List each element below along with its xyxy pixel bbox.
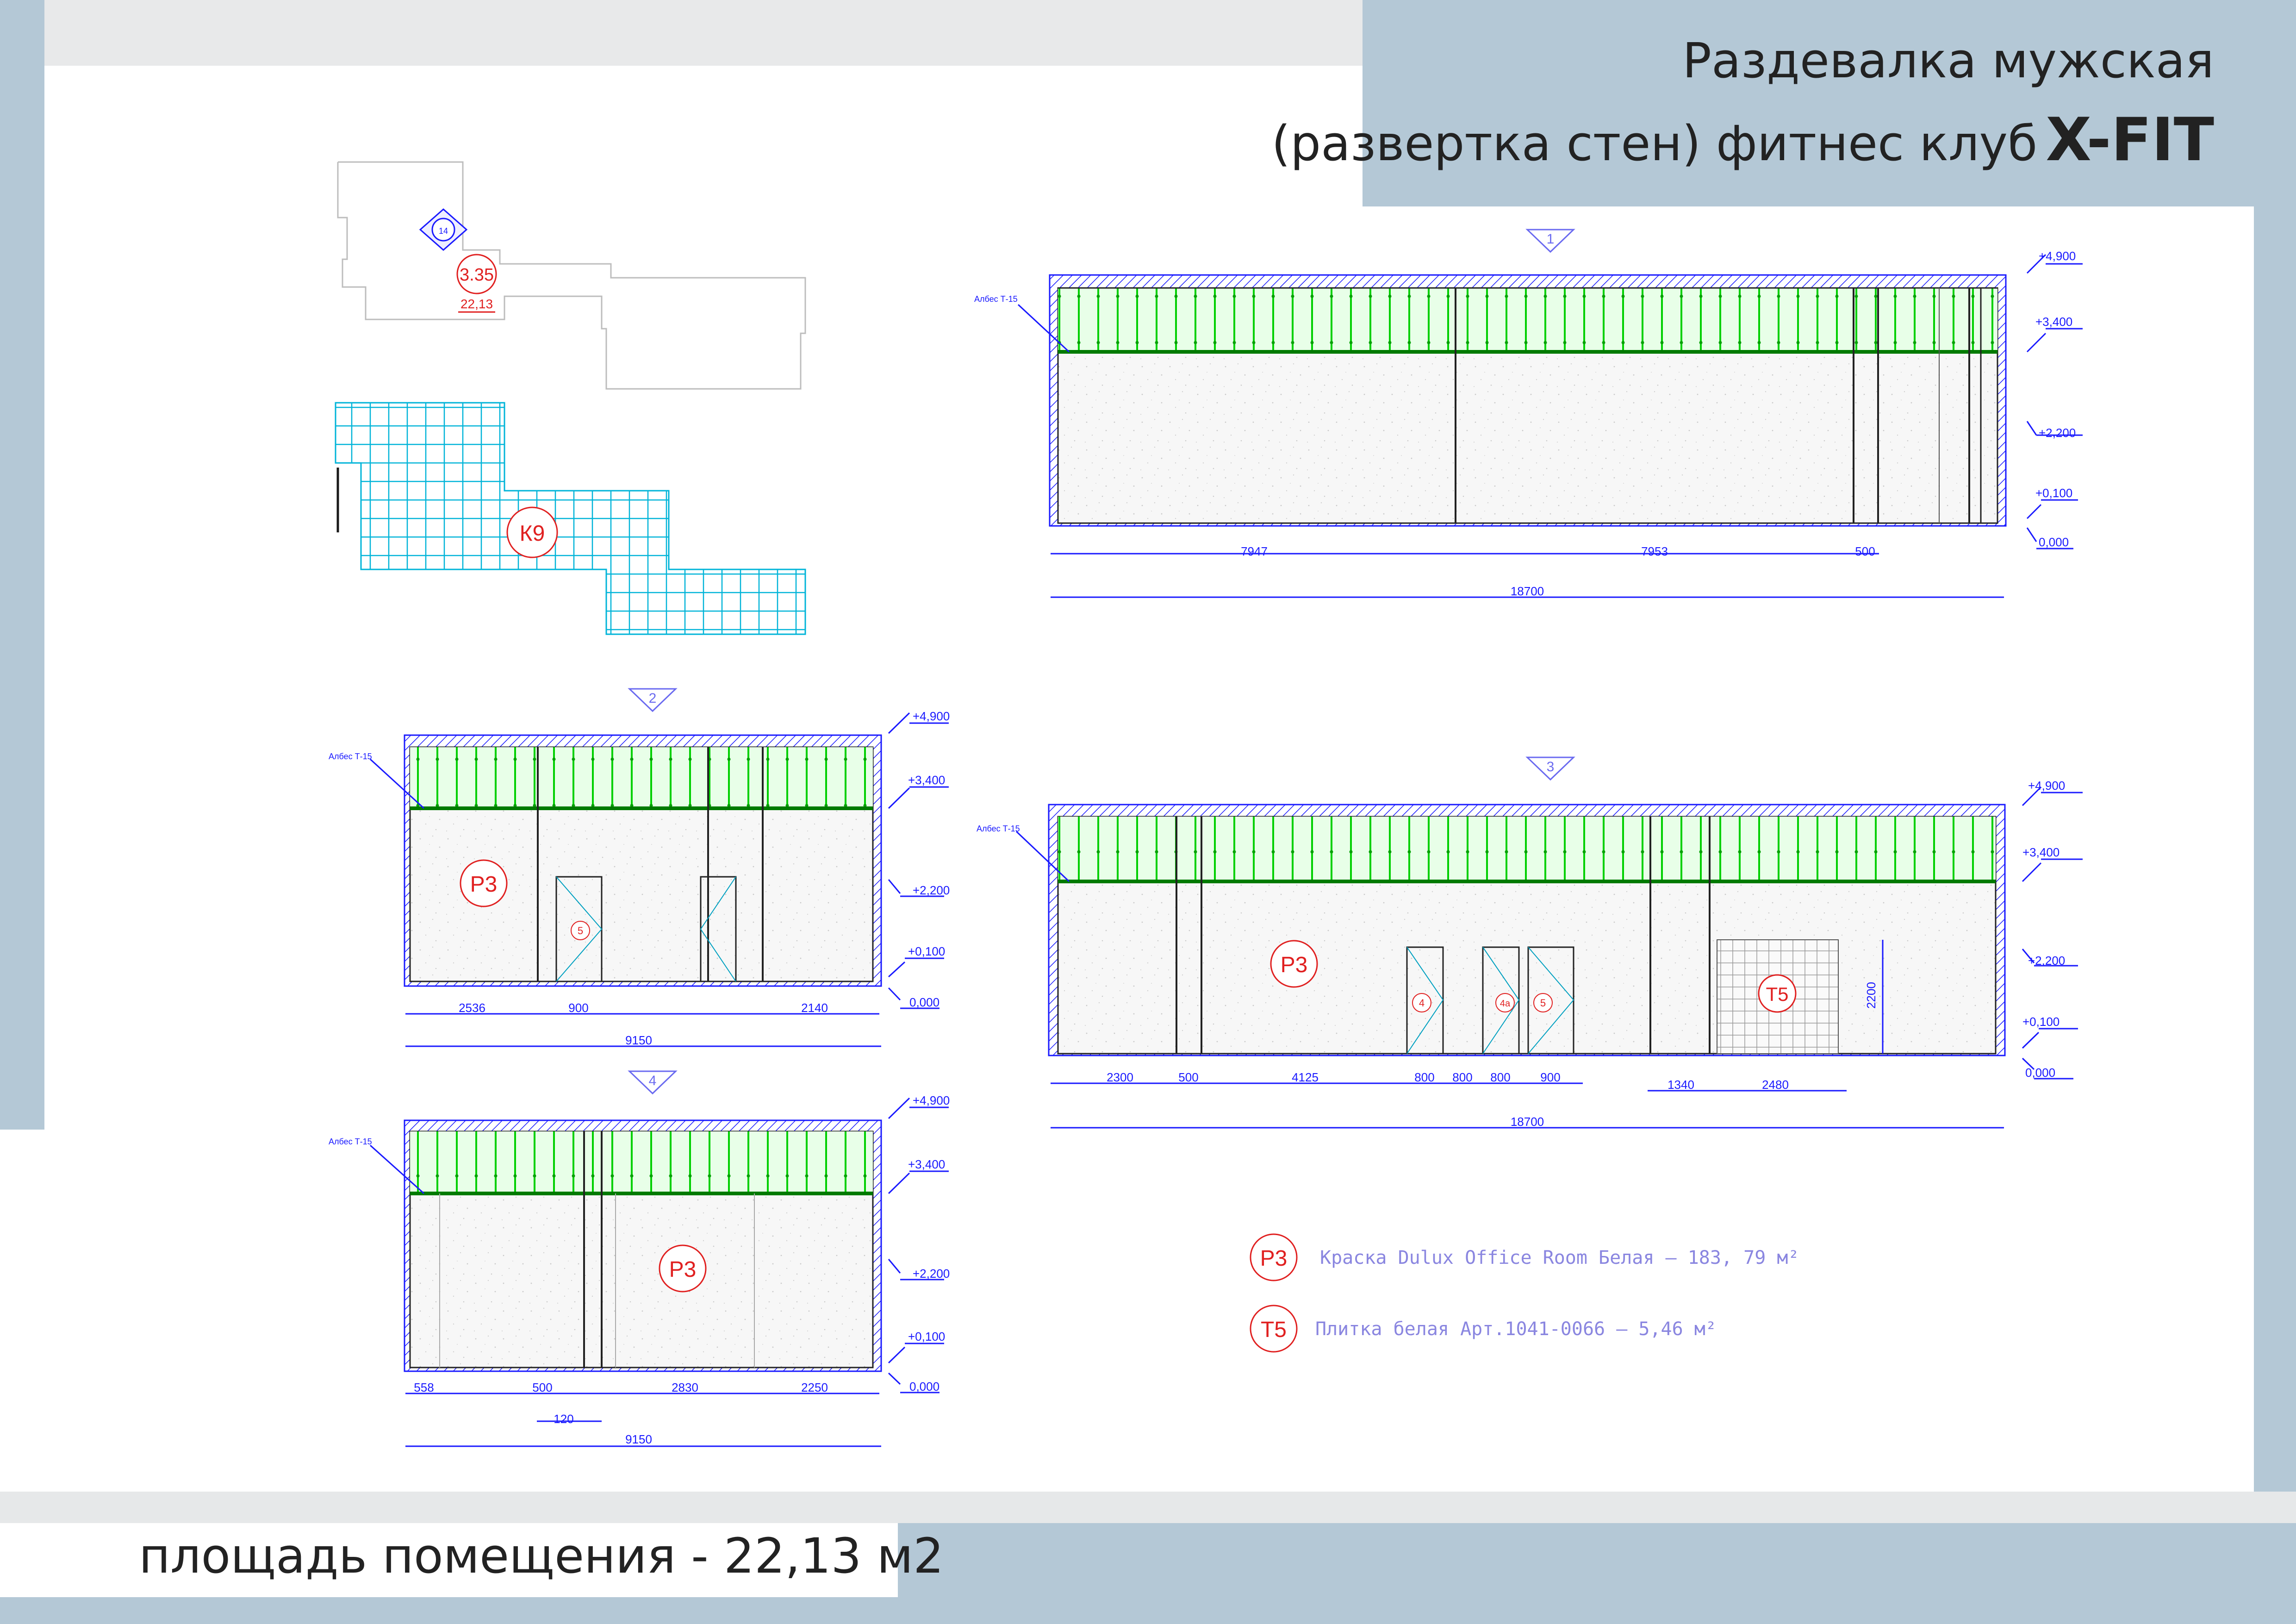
view-2-level-0000: 0,000 (909, 995, 940, 1009)
legend-text-t5: Плитка белая Арт.1041-0066 – 5,46 м² (1315, 1318, 1717, 1340)
view-4-ceiling-label: Албес Т-15 (329, 1137, 372, 1146)
materials-legend: Р3 Краска Dulux Office Room Белая – 183,… (1250, 1233, 1799, 1353)
view-1-ceiling-label: Албес Т-15 (974, 294, 1018, 304)
view-3-door-5: 5 (1540, 997, 1546, 1009)
title-block: Раздевалка мужская (развертка стен) фитн… (1271, 0, 2254, 206)
view-3-dim-7: 900 (1540, 1070, 1560, 1084)
right-band (2254, 0, 2296, 1624)
view-1-dim-2: 7953 (1641, 544, 1668, 558)
legend-code-t5: Т5 (1261, 1318, 1287, 1342)
view-4-tag-r3: Р3 (669, 1257, 697, 1282)
room-tag: 3.35 22,13 (456, 254, 497, 313)
area-box (0, 1523, 898, 1597)
view-2-dim-2: 900 (568, 1001, 588, 1015)
view-4-level-2200: +2,200 (913, 1267, 950, 1280)
view-3-dim-8: 1340 (1668, 1078, 1694, 1092)
view-2-dim-3: 2140 (801, 1001, 828, 1015)
view-1-level-0000: 0,000 (2039, 535, 2069, 549)
view-3-dim-9: 2480 (1762, 1078, 1789, 1092)
view-3-door-4a: 4а (1500, 999, 1511, 1009)
view-2-door-5: 5 (578, 925, 583, 937)
room-area: 22,13 (460, 297, 493, 311)
view-2-dim-total: 9150 (625, 1033, 652, 1047)
view-3-level-2200: +2,200 (2028, 954, 2065, 968)
view-1-level-2200: +2,200 (2039, 426, 2076, 440)
view-2-number: 2 (649, 691, 657, 706)
view-3-level-0000: 0,000 (2025, 1066, 2055, 1080)
title-line-2-text: (развертка стен) фитнес клуб (1271, 115, 2038, 172)
view-4-level-0000: 0,000 (909, 1380, 940, 1393)
view-3-dim-3: 4125 (1292, 1070, 1319, 1084)
room-area-text: площадь помещения - 22,13 м2 (139, 1528, 944, 1584)
legend-text-r3: Краска Dulux Office Room Белая – 183, 79… (1320, 1247, 1799, 1268)
ceiling-grid-plan: К9 (335, 402, 806, 635)
room-number: 3.35 (460, 265, 494, 285)
ceiling-tag: К9 (520, 521, 545, 546)
view-3-door-4: 4 (1419, 997, 1425, 1009)
view-4-dim-total: 9150 (625, 1432, 652, 1446)
view-1-dim-1: 7947 (1241, 544, 1268, 558)
view-2-level-3400: +3,400 (908, 773, 945, 787)
view-2-ceiling-label: Албес Т-15 (329, 752, 372, 761)
view-1-level-4900: +4,900 (2039, 249, 2076, 263)
view-1-number: 1 (1547, 231, 1555, 247)
view-4-dim-5: 2250 (801, 1380, 828, 1394)
view-3-tag-r3: Р3 (1281, 953, 1308, 977)
brand-name: X-FIT (2046, 106, 2214, 175)
view-3-dim-2: 500 (1178, 1070, 1198, 1084)
view-1-dim-total: 18700 (1511, 584, 1544, 598)
view-4-dim-1: 558 (414, 1380, 434, 1394)
view-4-dim-4: 2830 (672, 1380, 698, 1394)
view-3-tile-height: 2200 (1864, 982, 1878, 1009)
view-2-level-4900: +4,900 (913, 709, 950, 723)
view-marker-14-label: 14 (439, 226, 448, 236)
view-3-ceiling-label: Албес Т-15 (977, 824, 1020, 833)
view-2-tag-r3: Р3 (470, 872, 498, 897)
elevation-view-3: 3 Т5 4 4а 5 Р3 2200 Албес Т-15 2300 500 (977, 756, 2083, 1129)
view-3-level-0100: +0,100 (2022, 1015, 2060, 1029)
view-3-level-4900: +4,900 (2028, 779, 2065, 793)
view-1-level-0100: +0,100 (2035, 486, 2072, 500)
view-3-dim-4: 800 (1414, 1070, 1434, 1084)
floor-plan-sketch (337, 161, 806, 390)
view-1-level-3400: +3,400 (2035, 315, 2072, 329)
view-3-number: 3 (1547, 759, 1555, 775)
elevation-view-2: 2 5 Р3 Албес Т-15 2536 900 2140 9150 +4,… (329, 688, 950, 1047)
elevation-view-4: 4 Р3 Албес Т-15 558 500 120 2830 2250 91… (329, 1070, 950, 1447)
view-4-level-4900: +4,900 (913, 1093, 950, 1107)
view-3-level-3400: +3,400 (2022, 845, 2060, 859)
view-4-number: 4 (649, 1073, 657, 1088)
view-2-level-2200: +2,200 (913, 883, 950, 897)
title-line-1: Раздевалка мужская (1682, 32, 2214, 89)
legend-code-r3: Р3 (1260, 1246, 1288, 1271)
elevation-view-1: 1 Албес Т-15 7947 7953 500 18700 +4,900 … (974, 229, 2083, 598)
view-1-dim-3: 500 (1855, 544, 1875, 558)
view-3-dim-total: 18700 (1511, 1115, 1544, 1129)
view-3-dim-6: 800 (1490, 1070, 1510, 1084)
view-marker-14: 14 (419, 208, 468, 251)
left-band (0, 0, 44, 1130)
view-3-dim-1: 2300 (1107, 1070, 1133, 1084)
view-3-dim-5: 800 (1452, 1070, 1472, 1084)
view-4-level-0100: +0,100 (908, 1330, 945, 1343)
view-4-dim-3: 120 (554, 1412, 573, 1426)
view-2-dim-1: 2536 (459, 1001, 485, 1015)
view-3-tag-t5: Т5 (1766, 983, 1788, 1005)
view-2-level-0100: +0,100 (908, 944, 945, 958)
view-4-dim-2: 500 (532, 1380, 552, 1394)
view-4-level-3400: +3,400 (908, 1157, 945, 1171)
